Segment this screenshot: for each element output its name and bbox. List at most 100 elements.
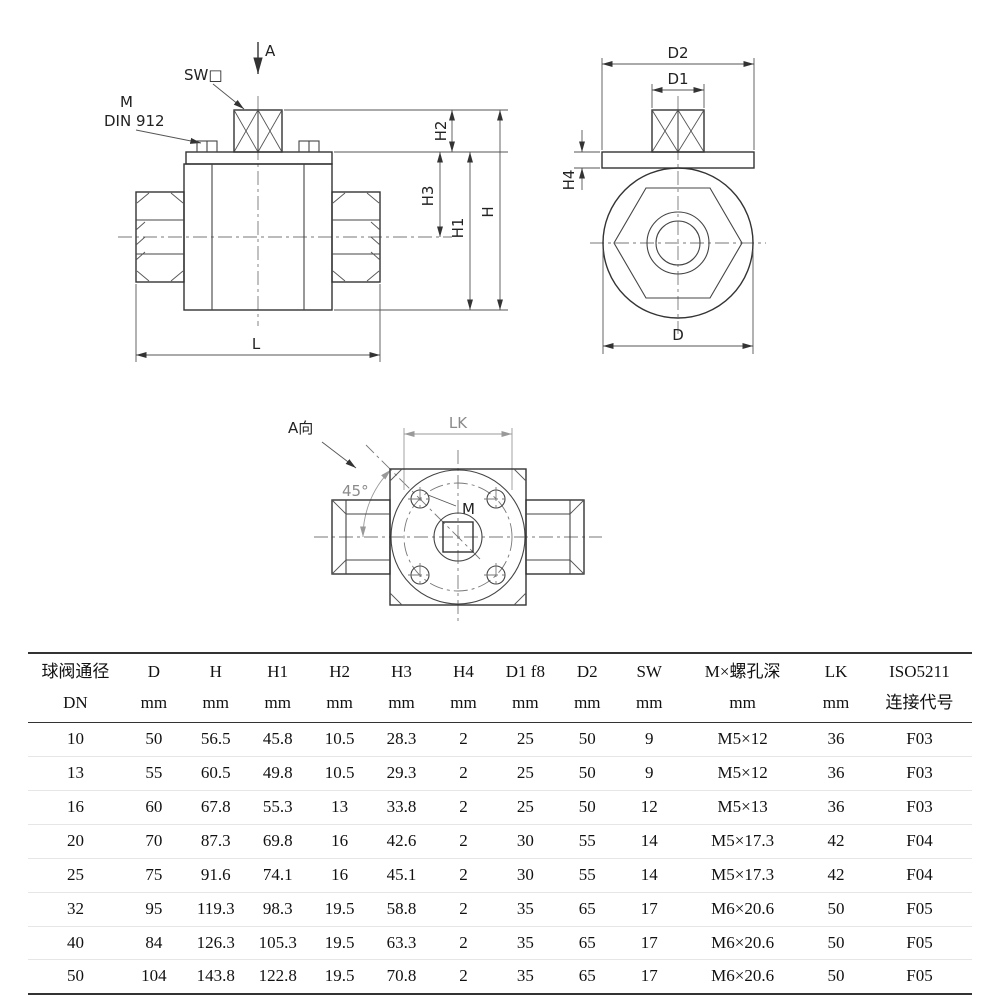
table-cell: 42.6 xyxy=(386,830,417,850)
stem-square-top xyxy=(433,512,483,562)
table-cell: 74.1 xyxy=(262,864,293,884)
technical-drawing: A SW□ M DIN 912 xyxy=(104,42,766,624)
table-cell: 49.8 xyxy=(262,762,293,782)
table-cell: 25 xyxy=(66,864,84,884)
table-header-cell: mm xyxy=(388,692,415,712)
table-cell: M5×17.3 xyxy=(711,864,775,884)
table-cell: 10.5 xyxy=(324,728,355,748)
table-cell: 50 xyxy=(66,966,84,986)
table-cell: M6×20.6 xyxy=(711,898,775,918)
table-cell: 126.3 xyxy=(196,932,235,952)
table-header-cell: H4 xyxy=(453,662,474,681)
table-cell: 56.5 xyxy=(200,728,231,748)
table-cell: 10.5 xyxy=(324,762,355,782)
view-direction-label: A向 xyxy=(288,419,313,437)
table-cell: 69.8 xyxy=(262,830,293,850)
table-cell: M5×12 xyxy=(717,762,768,782)
dim-label-d1: D1 xyxy=(667,70,688,88)
table-cell: 50 xyxy=(578,762,596,782)
table-header-cell: D1 f8 xyxy=(505,662,545,681)
table-cell: 2 xyxy=(459,898,468,918)
m-thread-label: M xyxy=(462,500,475,518)
table-header-cell: M×螺孔深 xyxy=(704,662,781,681)
angle-dim-arc xyxy=(359,469,392,538)
table-cell: 9 xyxy=(644,728,654,748)
table-header-cell: mm xyxy=(450,692,477,712)
table-cell: 33.8 xyxy=(386,796,417,816)
table-cell: 35 xyxy=(516,966,534,986)
table-cell: 13 xyxy=(331,796,349,816)
table-cell: 36 xyxy=(827,762,845,782)
table-cell: 17 xyxy=(640,932,658,952)
table-cell: 30 xyxy=(516,830,534,850)
dim-label-h1: H1 xyxy=(449,218,467,239)
port-right-top xyxy=(525,499,585,575)
table-header-cell: H3 xyxy=(391,662,412,681)
table-cell: 10 xyxy=(66,728,84,748)
table-cell: 55 xyxy=(145,762,163,782)
valve-stem-front xyxy=(233,109,283,153)
table-cell: 14 xyxy=(640,864,658,884)
table-cell: 87.3 xyxy=(200,830,231,850)
table-header-cell: 连接代号 xyxy=(885,692,954,712)
sw-label: SW□ xyxy=(184,66,223,84)
table-cell: 17 xyxy=(640,966,658,986)
table-cell: F05 xyxy=(906,898,933,918)
port-left-top xyxy=(331,499,391,575)
table-cell: 65 xyxy=(578,966,596,986)
table-cell: 30 xyxy=(516,864,534,884)
angle-dim-label: 45° xyxy=(342,482,369,500)
table-header-cell: mm xyxy=(326,692,353,712)
table-cell: 32 xyxy=(66,898,84,918)
table-cell: M6×20.6 xyxy=(711,966,775,986)
table-cell: M5×12 xyxy=(717,728,768,748)
table-cell: 36 xyxy=(827,796,845,816)
table-header-cell: ISO5211 xyxy=(889,662,950,681)
view-a-label: A xyxy=(265,42,276,60)
top-view-drawing: A向 45° LK xyxy=(288,414,602,624)
table-cell: 50 xyxy=(827,898,845,918)
dim-label-d2: D2 xyxy=(667,44,688,62)
table-header-cell: SW xyxy=(636,662,662,681)
table-cell: 14 xyxy=(640,830,658,850)
table-header-cell: D xyxy=(147,662,160,681)
dim-label-d: D xyxy=(672,326,684,344)
valve-stem-side xyxy=(651,109,705,153)
table-cell: 2 xyxy=(459,864,468,884)
valve-body-side xyxy=(602,167,754,319)
side-view-drawing: D2 D1 H4 D xyxy=(560,44,766,354)
table-header-cell: mm xyxy=(822,692,850,712)
table-cell: 42 xyxy=(827,830,845,850)
table-cell: 2 xyxy=(459,932,468,952)
table-cell: 104 xyxy=(141,966,167,986)
table-cell: 65 xyxy=(578,898,596,918)
dim-label-h: H xyxy=(479,206,497,217)
table-cell: 16 xyxy=(66,796,84,816)
table-cell: 55.3 xyxy=(262,796,293,816)
table-cell: 2 xyxy=(459,830,468,850)
table-cell: 58.8 xyxy=(386,898,417,918)
table-cell: F03 xyxy=(906,728,933,748)
table-cell: 55 xyxy=(578,864,596,884)
table-cell: 9 xyxy=(644,762,654,782)
table-cell: 63.3 xyxy=(386,932,417,952)
m-thread-leader xyxy=(427,494,457,507)
table-cell: 20 xyxy=(66,830,84,850)
table-cell: 17 xyxy=(640,898,658,918)
table-cell: 42 xyxy=(827,864,845,884)
table-cell: 67.8 xyxy=(200,796,231,816)
table-header-cell: mm xyxy=(729,692,756,712)
table-cell: 45.8 xyxy=(262,728,293,748)
table-cell: 50 xyxy=(827,966,845,986)
table-header-cell: H2 xyxy=(329,662,350,681)
table-cell: M5×17.3 xyxy=(711,830,775,850)
table-cell: 16 xyxy=(331,830,349,850)
